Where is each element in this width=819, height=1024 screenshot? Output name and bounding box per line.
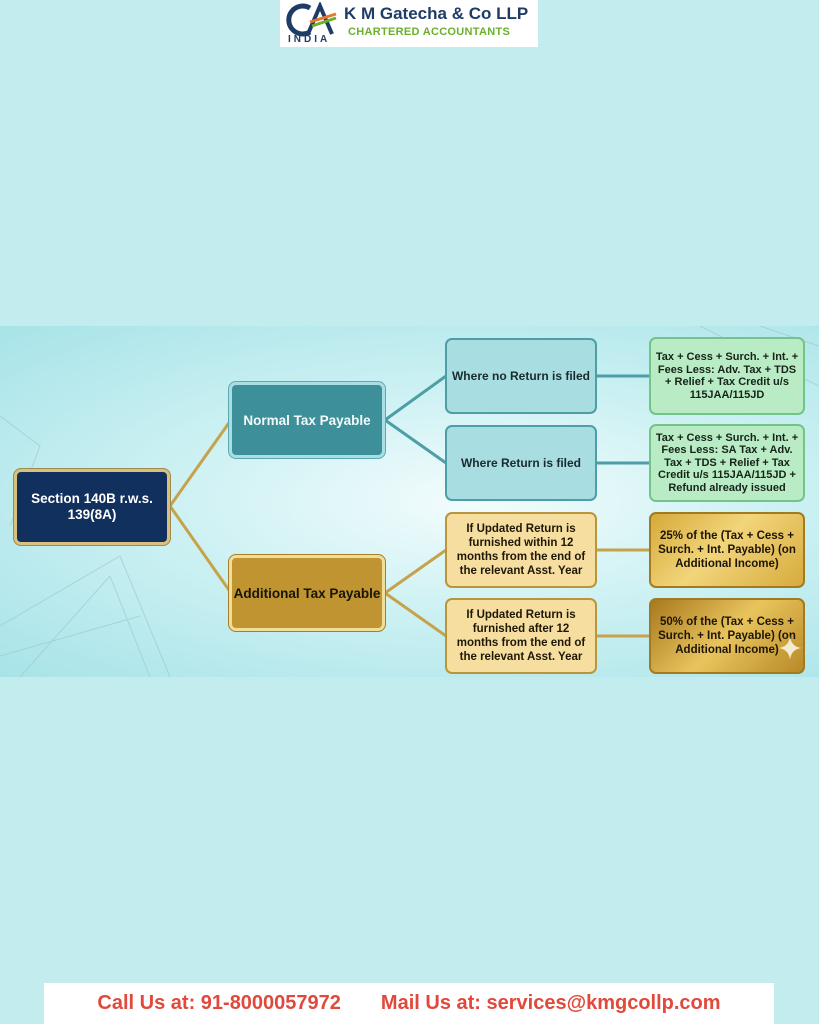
call-us-text: Call Us at: 91-8000057972 (97, 992, 341, 1014)
root-node-label: Section 140B r.w.s. 139(8A) (31, 491, 153, 522)
root-node-section-140b: Section 140B r.w.s. 139(8A) (14, 469, 170, 545)
result-label: Tax + Cess + Surch. + Int. + Fees Less: … (655, 431, 799, 494)
condition-no-return-filed: Where no Return is filed (445, 338, 597, 414)
connector-lines (0, 326, 819, 677)
branch-normal-tax-payable: Normal Tax Payable (229, 382, 385, 458)
result-no-return-formula: Tax + Cess + Surch. + Int. + Fees Less: … (649, 337, 805, 415)
condition-return-filed: Where Return is filed (445, 425, 597, 501)
result-label: 25% of the (Tax + Cess + Surch. + Int. P… (658, 530, 796, 570)
branch-label: Additional Tax Payable (233, 585, 381, 601)
branch-additional-tax-payable: Additional Tax Payable (229, 555, 385, 631)
result-label: Tax + Cess + Surch. + Int. + Fees Less: … (655, 351, 799, 401)
condition-label: Where no Return is filed (451, 369, 590, 383)
mail-us-text: Mail Us at: services@kmgcollp.com (380, 992, 721, 1014)
condition-after-12-months: If Updated Return is furnished after 12 … (445, 598, 597, 674)
result-return-filed-formula: Tax + Cess + Surch. + Int. + Fees Less: … (649, 424, 805, 502)
condition-label: If Updated Return is furnished within 12… (456, 523, 586, 577)
ca-india-logo-icon (286, 2, 337, 37)
result-50-percent: 50% of the (Tax + Cess + Surch. + Int. P… (649, 598, 805, 674)
result-25-percent: 25% of the (Tax + Cess + Surch. + Int. P… (649, 512, 805, 588)
firm-subtitle: CHARTERED ACCOUNTANTS (348, 26, 511, 38)
logo-country-text: INDIA (288, 34, 331, 45)
condition-label: If Updated Return is furnished after 12 … (456, 609, 586, 663)
contact-footer: Call Us at: 91-8000057972 Mail Us at: se… (44, 983, 774, 1024)
tax-diagram: Section 140B r.w.s. 139(8A) Normal Tax P… (0, 326, 819, 677)
sparkle-icon (778, 636, 802, 660)
result-label: 50% of the (Tax + Cess + Surch. + Int. P… (658, 616, 796, 656)
condition-within-12-months: If Updated Return is furnished within 12… (445, 512, 597, 588)
firm-name: K M Gatecha & Co LLP (344, 4, 529, 23)
condition-label: Where Return is filed (460, 456, 582, 470)
firm-logo: INDIA K M Gatecha & Co LLP CHARTERED ACC… (280, 0, 538, 47)
branch-label: Normal Tax Payable (243, 412, 371, 428)
